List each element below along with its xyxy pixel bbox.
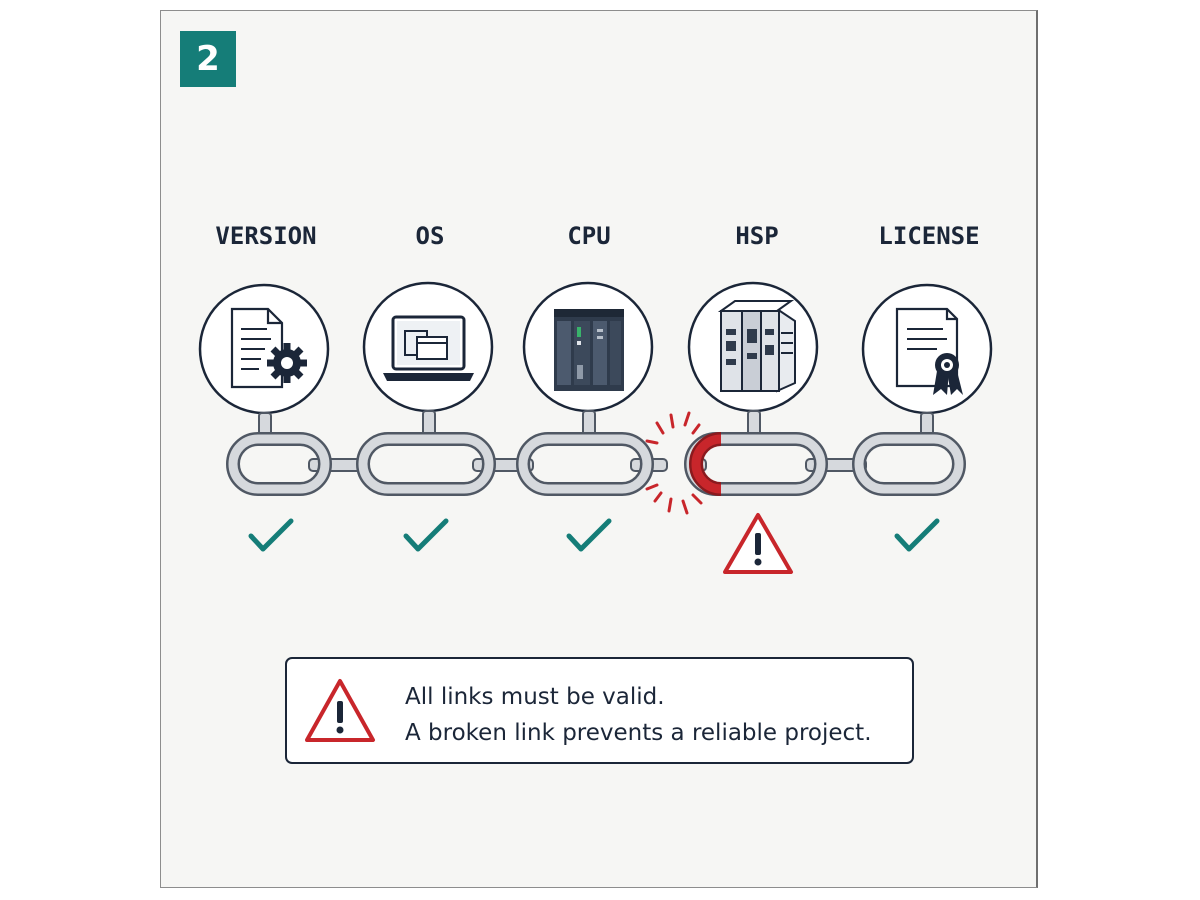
label-license: LICENSE <box>878 222 979 250</box>
note-line-1: All links must be valid. <box>405 684 665 710</box>
break-spark-icon <box>645 411 703 515</box>
warning-triangle-icon <box>723 513 793 574</box>
dependency-chain-diagram: VERSION OS CPU HSP LICENSE <box>198 222 993 764</box>
node-os <box>362 281 494 413</box>
chain-link-hsp-broken <box>684 432 828 496</box>
label-cpu: CPU <box>567 222 610 250</box>
node-hsp <box>687 281 819 413</box>
chain-link-os <box>356 432 496 496</box>
plc-cpu-module-icon <box>554 309 624 391</box>
status-warning-hsp <box>723 513 793 574</box>
note-line-2: A broken link prevents a reliable projec… <box>405 720 872 746</box>
check-icon <box>566 518 612 552</box>
check-icon <box>894 518 940 552</box>
node-cpu <box>522 281 654 413</box>
node-license <box>861 283 993 415</box>
chain-link-license <box>852 432 966 496</box>
chain-link-cpu <box>516 432 654 496</box>
label-os: OS <box>416 222 445 250</box>
label-hsp: HSP <box>735 222 778 250</box>
check-icon <box>248 518 294 552</box>
diagram-panel: 2 VERSION OS CPU HSP LICENSE <box>160 10 1038 888</box>
chain-connectors <box>308 458 867 472</box>
status-valid-os <box>403 518 449 552</box>
document-gear-icon <box>230 307 307 389</box>
chain-links <box>226 432 966 496</box>
check-icon <box>403 518 449 552</box>
status-valid-cpu <box>566 518 612 552</box>
status-valid-license <box>894 518 940 552</box>
laptop-window-icon <box>383 315 474 381</box>
node-version <box>198 283 330 415</box>
status-valid-version <box>248 518 294 552</box>
hardware-support-package-icon <box>717 300 796 393</box>
step-badge: 2 <box>180 31 236 87</box>
label-version: VERSION <box>215 222 316 250</box>
certificate-ribbon-icon <box>895 307 963 395</box>
note-box: All links must be valid. A broken link p… <box>285 657 914 764</box>
warning-triangle-icon <box>305 679 375 742</box>
